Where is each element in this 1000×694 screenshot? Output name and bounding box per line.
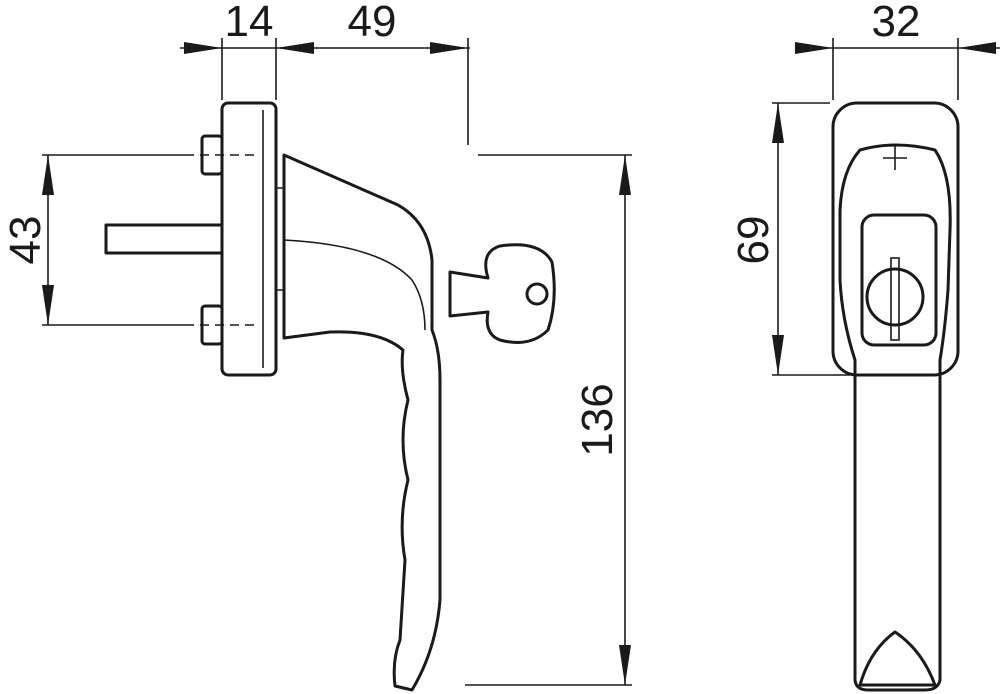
front-dimensions: 32 69 — [729, 0, 1000, 376]
handle-inner-line — [283, 239, 426, 331]
spindle — [104, 223, 224, 255]
rosette-plate — [220, 101, 278, 377]
dim-14: 14 — [225, 0, 274, 46]
handle-grip-end — [858, 630, 937, 687]
lock-cylinder — [865, 267, 925, 327]
dim-136: 136 — [573, 383, 622, 456]
dim-49: 49 — [348, 0, 397, 46]
front-view — [831, 101, 960, 692]
key-slot — [890, 257, 900, 341]
side-dimensions: 14 49 43 136 — [1, 0, 632, 686]
dim-69: 69 — [729, 216, 778, 265]
key-icon — [448, 243, 556, 344]
key-hole — [525, 282, 549, 306]
handle-joint-lines — [276, 187, 284, 291]
side-view — [104, 101, 556, 692]
lock-housing — [860, 213, 938, 347]
front-rosette — [831, 101, 960, 377]
dim-43: 43 — [1, 216, 50, 265]
handle-front — [838, 143, 952, 692]
dim-32: 32 — [872, 0, 921, 46]
handle-side — [282, 153, 442, 692]
plus-mark — [883, 145, 907, 170]
